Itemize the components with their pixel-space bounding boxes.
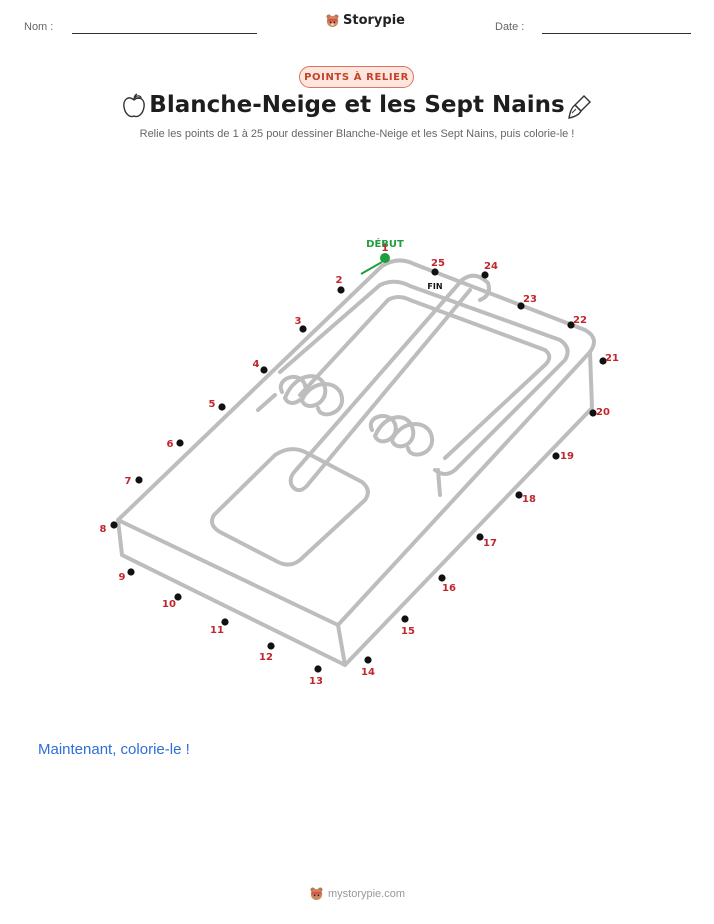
dot-number-3: 3: [295, 316, 302, 327]
name-label: Nom :: [24, 21, 54, 33]
dots-layer: 1234567891011121314151617181920212223242…: [100, 243, 619, 687]
dot-number-19: 19: [560, 451, 574, 462]
dot-3[interactable]: [299, 325, 307, 333]
dot-9[interactable]: [127, 568, 135, 576]
dot-number-16: 16: [442, 583, 456, 594]
dot-number-15: 15: [401, 626, 415, 637]
dot-number-13: 13: [309, 676, 323, 687]
dot-23[interactable]: [517, 302, 525, 310]
dot-number-24: 24: [484, 261, 498, 272]
coloring-prompt: Maintenant, colorie-le !: [38, 741, 190, 758]
dot-number-22: 22: [573, 315, 587, 326]
dot-number-20: 20: [596, 407, 610, 418]
dot-number-17: 17: [483, 538, 497, 549]
bear-icon: [326, 14, 339, 28]
instructions: Relie les points de 1 à 25 pour dessiner…: [139, 128, 575, 140]
dot-5[interactable]: [218, 403, 226, 411]
dot-number-11: 11: [210, 625, 224, 636]
dot-8[interactable]: [110, 521, 118, 529]
dot-20[interactable]: [589, 409, 597, 417]
dot-number-9: 9: [119, 572, 126, 583]
dot-22[interactable]: [567, 321, 575, 329]
date-line[interactable]: [542, 33, 691, 34]
dot-number-21: 21: [605, 353, 619, 364]
mousetrap-outline: [116, 258, 596, 667]
dot-4[interactable]: [260, 366, 268, 374]
dot-15[interactable]: [401, 615, 409, 623]
date-label: Date :: [495, 21, 525, 33]
dot-12[interactable]: [267, 642, 275, 650]
footer-url[interactable]: mystorypie.com: [327, 887, 406, 900]
dot-13[interactable]: [314, 665, 322, 673]
brand-name: Storypie: [343, 13, 405, 28]
dot-17[interactable]: [476, 533, 484, 541]
dot-number-4: 4: [253, 359, 260, 370]
dot-number-10: 10: [162, 599, 176, 610]
dot-2[interactable]: [337, 286, 345, 294]
bear-icon: [310, 887, 323, 901]
dot-25[interactable]: [431, 268, 439, 276]
activity-badge: POINTS À RELIER: [299, 66, 414, 88]
start-dot[interactable]: [380, 253, 390, 263]
dot-18[interactable]: [515, 491, 523, 499]
footer: mystorypie.com: [0, 886, 714, 901]
end-label: FIN: [427, 282, 442, 291]
start-label: DÉBUT: [366, 237, 404, 250]
dot-number-5: 5: [209, 399, 216, 410]
dot-21[interactable]: [599, 357, 607, 365]
dot-number-14: 14: [361, 667, 375, 678]
dot-19[interactable]: [552, 452, 560, 460]
page-title: Blanche-Neige et les Sept Nains: [149, 92, 565, 118]
dot-16[interactable]: [438, 574, 446, 582]
dot-6[interactable]: [176, 439, 184, 447]
dot-14[interactable]: [364, 656, 372, 664]
dot-number-6: 6: [167, 439, 174, 450]
dot-number-8: 8: [100, 524, 107, 535]
dot-10[interactable]: [174, 593, 182, 601]
dot-11[interactable]: [221, 618, 229, 626]
apple-icon: [123, 93, 145, 118]
dot-number-18: 18: [522, 494, 536, 505]
storypie-logo: Storypie: [325, 13, 405, 28]
dot-number-7: 7: [125, 476, 132, 487]
dot-number-12: 12: [259, 652, 273, 663]
start-arrow: [360, 261, 383, 275]
name-line[interactable]: [72, 33, 257, 34]
dot-24[interactable]: [481, 271, 489, 279]
dot-number-25: 25: [431, 258, 445, 269]
dot-number-1: 1: [382, 243, 389, 254]
dot-number-2: 2: [336, 275, 343, 286]
paintbrush-icon: [568, 95, 591, 119]
dot-7[interactable]: [135, 476, 143, 484]
dot-number-23: 23: [523, 294, 537, 305]
